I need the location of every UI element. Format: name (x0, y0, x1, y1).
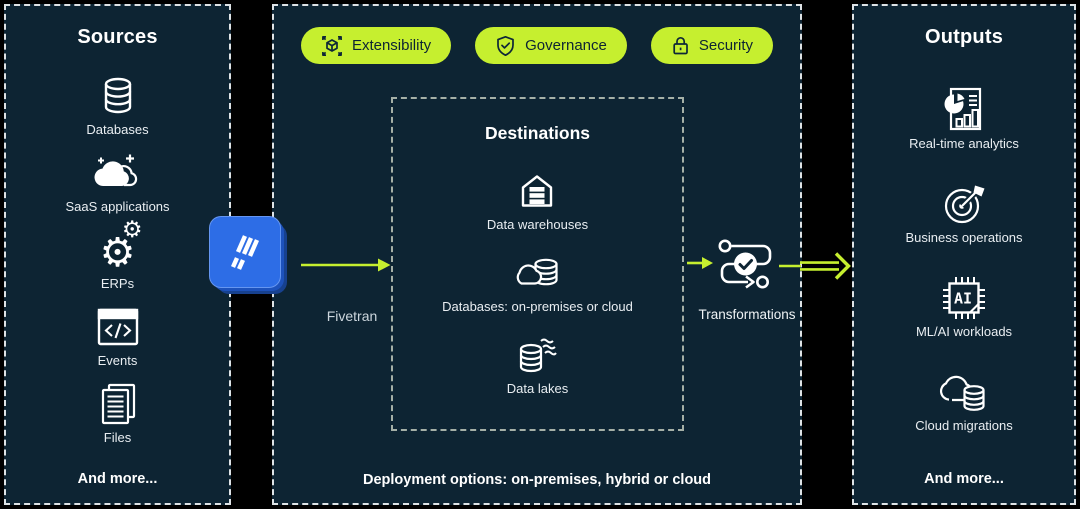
item-label: Data lakes (506, 381, 569, 396)
list-item: Business operations (905, 181, 1023, 275)
badge-extensibility: Extensibility (300, 27, 452, 64)
outputs-list: Real-time analytics Business operations (854, 87, 1074, 463)
item-label: Databases: on-premises or cloud (442, 299, 633, 314)
cloud-migration-icon (939, 369, 989, 415)
list-item: AI ML/AI workloads (916, 275, 1012, 369)
destinations-title: Destinations (484, 123, 591, 143)
transformations-label: Transformations (698, 307, 796, 322)
platform-panel: Extensibility Governance Security (272, 4, 802, 505)
list-item: Files (97, 381, 139, 458)
database-icon (98, 73, 138, 119)
badge-label: Extensibility (351, 37, 432, 54)
gears-icon: ⚙ ⚙ (95, 219, 143, 276)
item-label: Data warehouses (486, 217, 589, 232)
destinations-box: Destinations Data warehouses (391, 97, 684, 431)
badge-label: Governance (525, 37, 607, 54)
sources-footer: And more... (77, 471, 158, 487)
badge-security: Security (650, 27, 774, 64)
cloud-database-icon (512, 250, 562, 296)
sources-list: Databases SaaS applications ⚙ ⚙ ERPs (6, 73, 229, 458)
lock-icon (671, 35, 690, 56)
gear-small-icon: ⚙ (121, 217, 143, 243)
fivetran-logo (209, 216, 291, 298)
outputs-footer: And more... (924, 471, 1004, 487)
sources-title: Sources (77, 26, 158, 48)
item-label: Cloud migrations (915, 418, 1013, 433)
capability-badges: Extensibility Governance Security (274, 27, 800, 64)
gear-large-icon: ⚙ (99, 230, 136, 276)
item-label: Events (97, 353, 138, 368)
item-label: Business operations (905, 230, 1023, 245)
destinations-list: Data warehouses Databases: on-premises o… (393, 168, 682, 414)
warehouse-icon (516, 168, 558, 214)
item-label: Files (103, 430, 132, 445)
item-label: SaaS applications (65, 199, 170, 214)
fivetran-logo-mark (209, 216, 281, 288)
saas-cloud-icon (93, 150, 141, 196)
code-window-icon (96, 304, 140, 350)
target-dart-icon (940, 181, 988, 227)
item-label: ERPs (100, 276, 135, 291)
list-item: SaaS applications (65, 150, 170, 227)
list-item: Data lakes (507, 332, 568, 414)
list-item: Databases: on-premises or cloud (442, 250, 633, 332)
data-lake-icon (514, 332, 560, 378)
ai-chip-icon: AI (940, 275, 988, 321)
fivetran-label: Fivetran (326, 308, 378, 324)
transformations-icon (715, 237, 777, 293)
list-item: Databases (86, 73, 149, 150)
list-item: Events (96, 304, 140, 381)
list-item: ⚙ ⚙ ERPs (95, 219, 143, 304)
outputs-title: Outputs (924, 26, 1004, 48)
deployment-options-text: Deployment options: on-premises, hybrid … (362, 472, 712, 488)
cube-expand-icon (321, 35, 343, 57)
badge-label: Security (698, 37, 754, 54)
list-item: Data warehouses (487, 168, 588, 250)
item-label: Databases (86, 122, 149, 137)
svg-text:AI: AI (954, 290, 972, 308)
list-item: Real-time analytics (909, 87, 1019, 181)
analytics-report-icon (940, 87, 988, 133)
outputs-panel: Outputs Real-time analytics (852, 4, 1076, 505)
badge-governance: Governance (475, 27, 627, 64)
item-label: Real-time analytics (909, 136, 1019, 151)
item-label: ML/AI workloads (915, 324, 1013, 339)
shield-check-icon (495, 35, 516, 57)
sources-panel: Sources Databases (4, 4, 231, 505)
list-item: Cloud migrations (915, 369, 1013, 463)
documents-icon (97, 381, 139, 427)
